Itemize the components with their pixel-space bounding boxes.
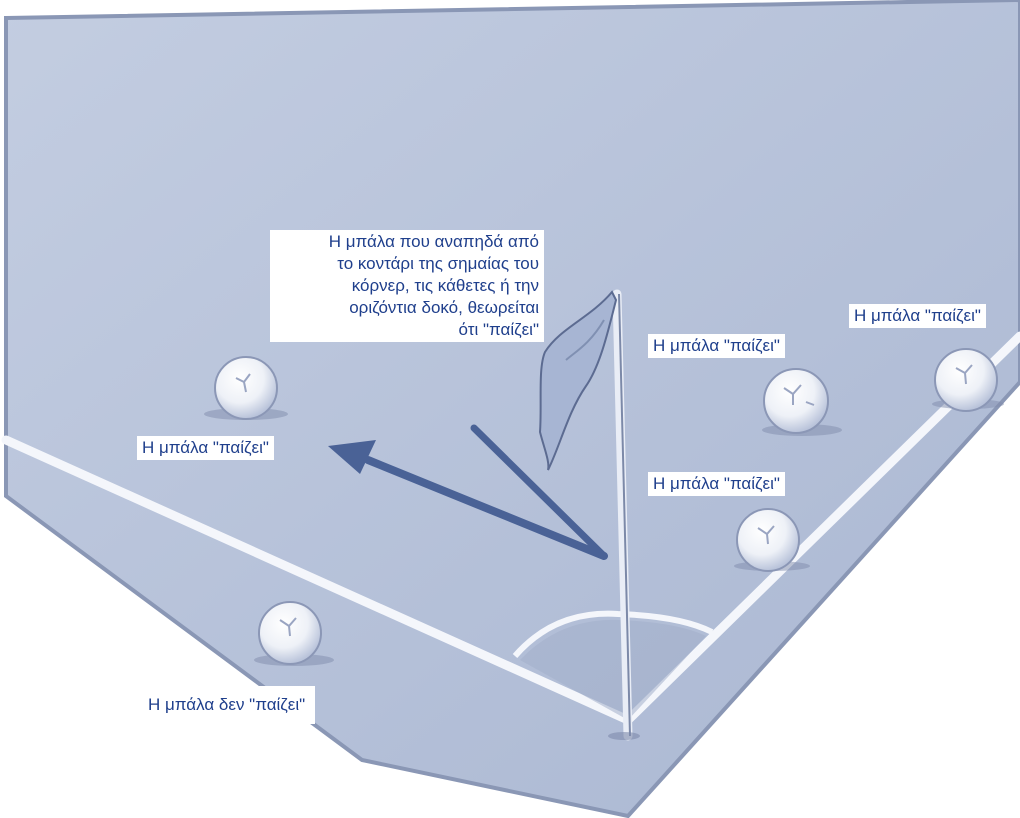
in-play-label-center-low: Η μπάλα "παίζει"	[648, 472, 785, 496]
in-play-label-right-top: Η μπάλα "παίζει"	[849, 304, 986, 328]
in-play-label-center-top: Η μπάλα "παίζει"	[648, 334, 785, 358]
rebound-caption-line-2: το κοντάρι της σημαίας του	[275, 253, 539, 275]
rebound-caption: Η μπάλα που αναπηδά από το κοντάρι της σ…	[270, 230, 544, 342]
rebound-caption-line-1: Η μπάλα που αναπηδά από	[275, 231, 539, 253]
rebound-caption-line-3: κόρνερ, τις κάθετες ή την	[275, 275, 539, 297]
rebound-caption-line-4: οριζόντια δοκό, θεωρείται	[275, 297, 539, 319]
out-of-play-label: Η μπάλα δεν "παίζει"	[138, 686, 315, 724]
rebound-caption-line-5: ότι "παίζει"	[275, 319, 539, 341]
in-play-label-left: Η μπάλα "παίζει"	[137, 436, 274, 460]
